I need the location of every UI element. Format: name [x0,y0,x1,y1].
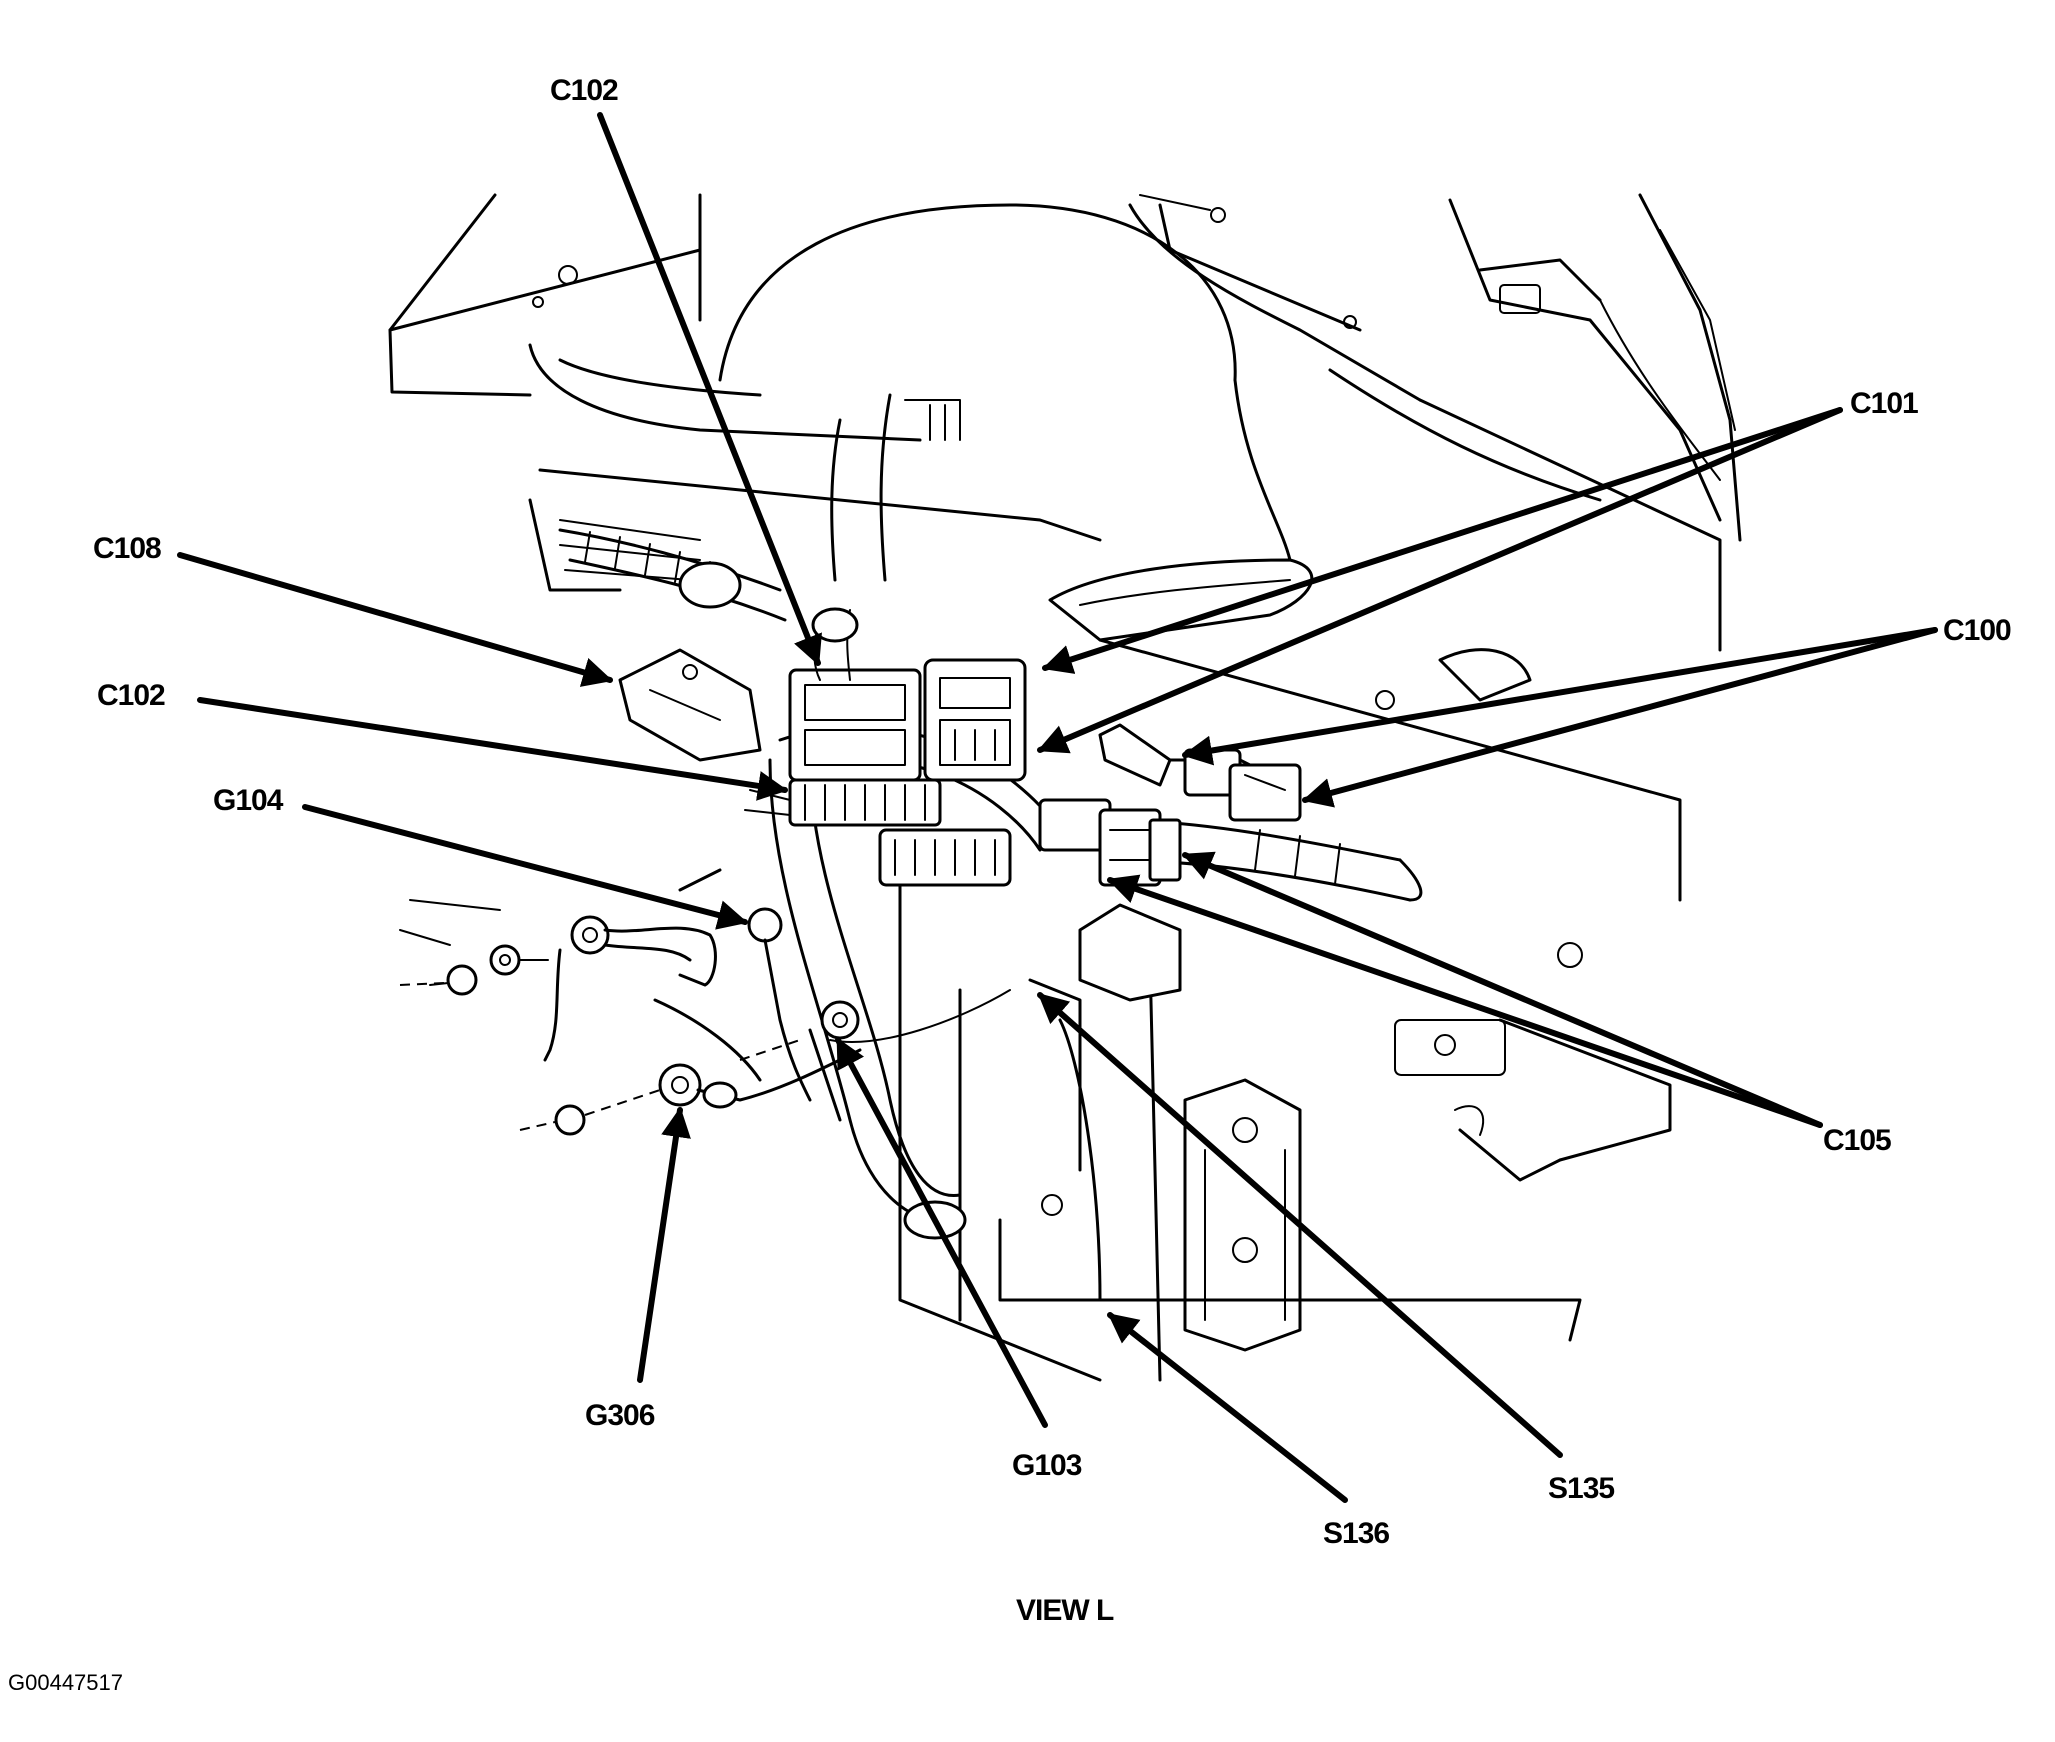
label-s136: S136 [1323,1517,1389,1550]
label-c101: C101 [1850,387,1918,420]
leader-c105-b [1182,851,1823,1128]
callout-labels: C102 C101 C108 C100 C102 G104 C105 G306 … [93,74,2012,1550]
c108-connector [618,648,762,762]
leader-c102-top [597,112,822,666]
view-caption: VIEW L [1016,1594,1114,1627]
g104-ground-strap [399,899,717,1062]
inline-connector-block [878,828,1012,887]
label-g306: G306 [585,1399,655,1432]
leader-c101-b [1037,407,1843,754]
leader-c100-a [1182,627,1938,766]
ground-straps [399,868,1011,1136]
label-g104: G104 [213,784,284,817]
c101-connector-block [923,658,1027,782]
g306-ground-ring [519,998,862,1136]
c102-terminal-strip [744,778,942,827]
c105-connector [1038,798,1182,887]
leader-c101-a [1042,407,1843,674]
label-g103: G103 [1012,1449,1082,1482]
label-c102-left: C102 [97,679,165,712]
leader-s135 [1037,992,1563,1458]
leader-c102-left [197,697,788,801]
leader-s136 [1107,1312,1348,1503]
connectors [618,607,1302,1002]
label-s135: S135 [1548,1472,1614,1505]
leader-c105-a [1107,874,1823,1128]
leader-g306 [637,1107,691,1383]
leader-c108 [177,552,613,687]
label-c105: C105 [1823,1124,1891,1157]
leader-lines [177,112,1938,1503]
leader-c100-b [1302,627,1938,808]
s135-splice [1078,903,1182,1002]
leader-g103 [835,1037,1048,1428]
label-c100: C100 [1943,614,2011,647]
figure-id: G00447517 [8,1670,123,1695]
label-c102-top: C102 [550,74,618,107]
label-c108: C108 [93,532,161,565]
leader-g104 [302,804,748,930]
g103-ground-stud [747,907,1011,1122]
vehicle-body-structure [388,193,1742,1382]
